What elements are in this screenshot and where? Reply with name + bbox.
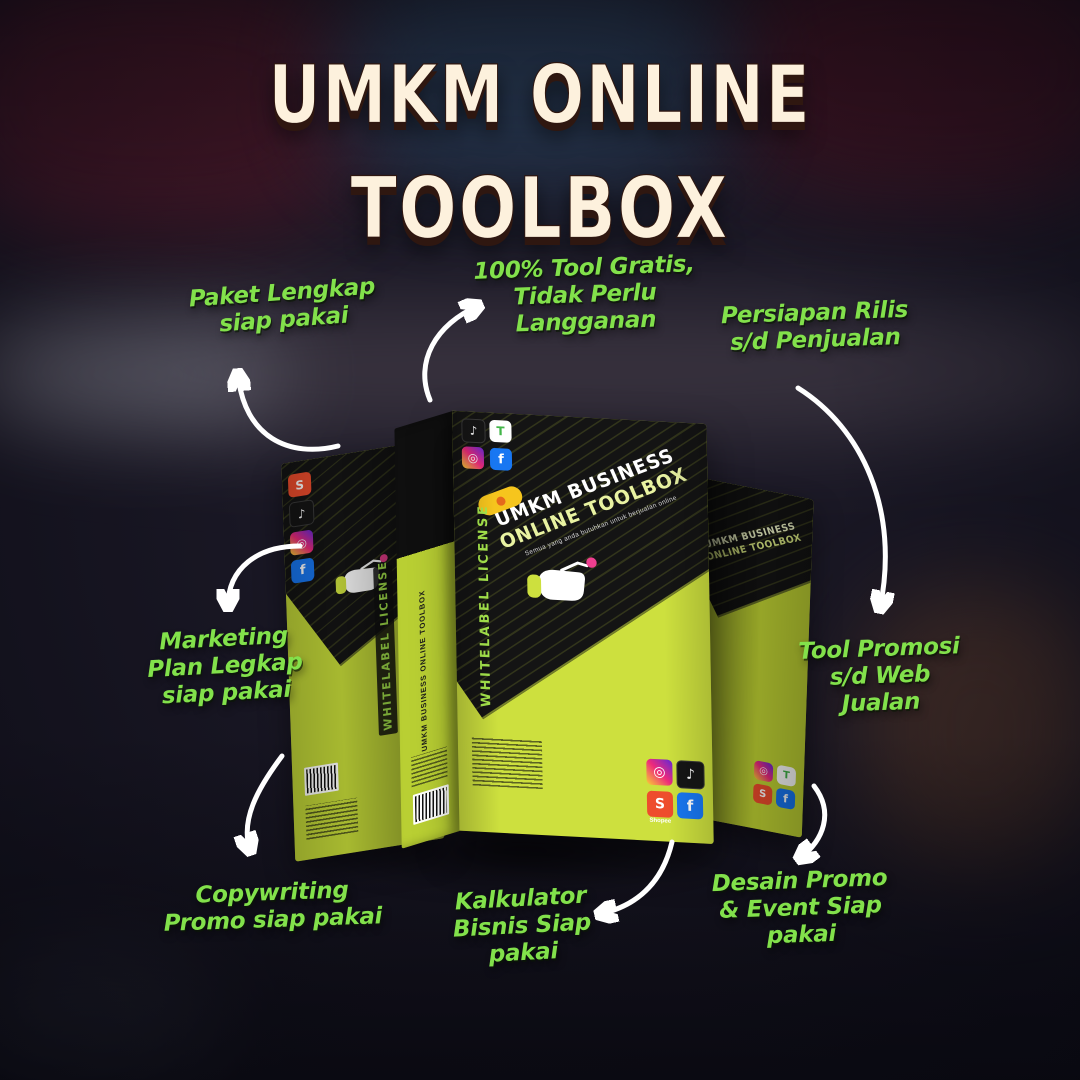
bg-blob-street <box>0 960 210 1080</box>
arrow-to-desain <box>800 783 828 858</box>
arrow-to-copywriting <box>247 753 285 850</box>
callout-marketing-plan: Marketing Plan Legkap siap pakai <box>146 622 304 710</box>
bg-blob-awning-light <box>0 330 280 420</box>
fine-print <box>411 746 448 788</box>
box-front-shading <box>452 410 714 845</box>
box-front-face: ♪ T ◎ f UMKM BUSINESS ONLINE TOOLBOX Sem… <box>452 410 714 845</box>
callout-persiapan-rilis: Persiapan Rilis s/d Penjualan <box>720 296 909 357</box>
box-spine: UMKM BUSINESS ONLINE TOOLBOX <box>394 411 460 849</box>
product-box-front: UMKM BUSINESS ONLINE TOOLBOX ♪ T ◎ f UMK… <box>394 409 714 854</box>
callout-tool-promosi: Tool Promosi s/d Web Jualan <box>797 633 961 718</box>
callout-desain-promo: Desain Promo & Event Siap pakai <box>711 864 888 950</box>
callout-tool-gratis: 100% Tool Gratis, Tidak Perlu Langganan <box>473 251 696 338</box>
barcode <box>412 784 450 826</box>
callout-copywriting: Copywriting Promo siap pakai <box>163 877 383 937</box>
poster-title-line2: TOOLBOX <box>350 159 730 259</box>
bg-blob-warm-right <box>860 590 1080 870</box>
callout-kalkulator: Kalkulator Bisnis Siap pakai <box>452 882 592 969</box>
spine-brand-text: UMKM BUSINESS ONLINE TOOLBOX <box>417 588 430 753</box>
poster-title-line1: UMKM ONLINE <box>268 49 812 143</box>
